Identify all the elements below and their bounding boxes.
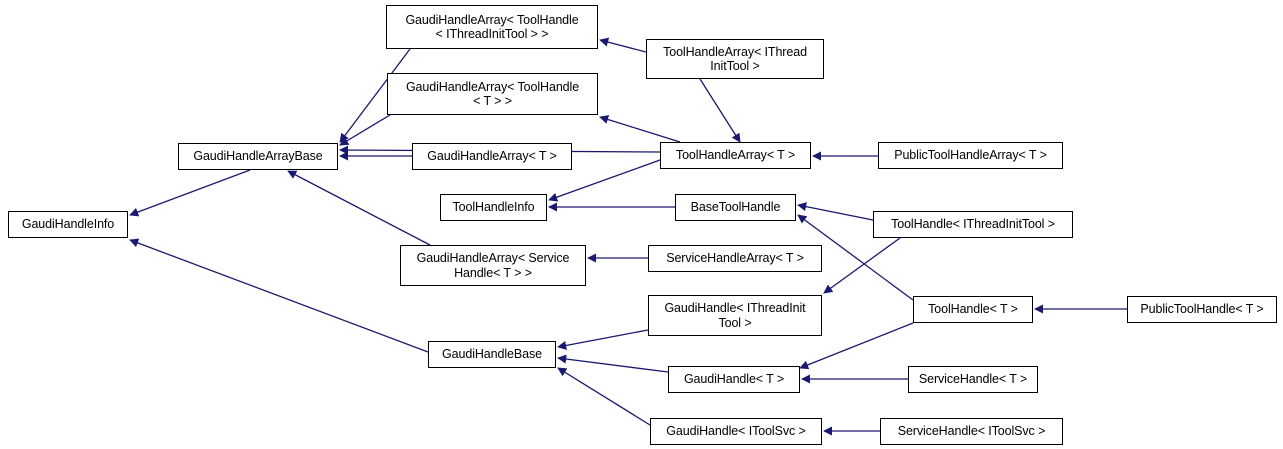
class-node-toolhandlearray-t[interactable]: ToolHandleArray< T > bbox=[660, 142, 811, 169]
class-node-gaudihandlearray-servicehandle-t[interactable]: GaudiHandleArray< Service Handle< T > > bbox=[400, 245, 586, 286]
inheritance-edge bbox=[287, 170, 431, 246]
inheritance-edge bbox=[339, 114, 391, 146]
inheritance-edge bbox=[557, 329, 649, 350]
class-node-publictoolhandlearray-t[interactable]: PublicToolHandleArray< T > bbox=[878, 142, 1063, 169]
inheritance-edge bbox=[599, 37, 647, 53]
class-node-gaudihandle-ithreadinittool[interactable]: GaudiHandle< IThreadInit Tool > bbox=[648, 295, 822, 336]
inheritance-edge bbox=[823, 237, 901, 294]
class-node-toolhandleinfo[interactable]: ToolHandleInfo bbox=[440, 194, 547, 221]
class-node-gaudihandlebase[interactable]: GaudiHandleBase bbox=[428, 341, 556, 368]
class-node-gaudihandle-t[interactable]: GaudiHandle< T > bbox=[668, 366, 800, 393]
class-node-gaudihandlearray-toolhandle-t[interactable]: GaudiHandleArray< ToolHandle < T > > bbox=[387, 73, 598, 115]
class-node-publictoolhandle-t[interactable]: PublicToolHandle< T > bbox=[1127, 296, 1277, 323]
class-node-toolhandle-t[interactable]: ToolHandle< T > bbox=[913, 296, 1033, 323]
inheritance-edge bbox=[797, 202, 874, 221]
class-node-gaudihandleinfo[interactable]: GaudiHandleInfo bbox=[8, 211, 128, 238]
class-node-gaudihandlearraybase[interactable]: GaudiHandleArrayBase bbox=[178, 143, 338, 170]
class-node-gaudihandle-itoolsvc[interactable]: GaudiHandle< IToolSvc > bbox=[650, 418, 822, 445]
class-node-basetoolhandle[interactable]: BaseToolHandle bbox=[675, 194, 796, 221]
class-node-toolhandlearray-ithreadinittool[interactable]: ToolHandleArray< IThread InitTool > bbox=[646, 39, 824, 79]
class-node-servicehandlearray-t[interactable]: ServiceHandleArray< T > bbox=[648, 245, 822, 272]
class-node-toolhandle-ithreadinittool[interactable]: ToolHandle< IThreadInitTool > bbox=[873, 211, 1073, 238]
inheritance-edge bbox=[599, 115, 681, 143]
inheritance-edge bbox=[557, 367, 651, 426]
class-node-servicehandle-t[interactable]: ServiceHandle< T > bbox=[908, 366, 1038, 393]
class-node-servicehandle-itoolsvc[interactable]: ServiceHandle< IToolSvc > bbox=[880, 418, 1063, 445]
inheritance-edge bbox=[129, 169, 251, 217]
inheritance-edge bbox=[557, 354, 669, 373]
inheritance-edge bbox=[129, 238, 429, 353]
inheritance-edge bbox=[699, 78, 741, 143]
class-node-gaudihandlearray-toolhandle-ithreadinittool[interactable]: GaudiHandleArray< ToolHandle < IThreadIn… bbox=[386, 5, 598, 49]
class-node-gaudihandlearray-t[interactable]: GaudiHandleArray< T > bbox=[412, 143, 572, 170]
